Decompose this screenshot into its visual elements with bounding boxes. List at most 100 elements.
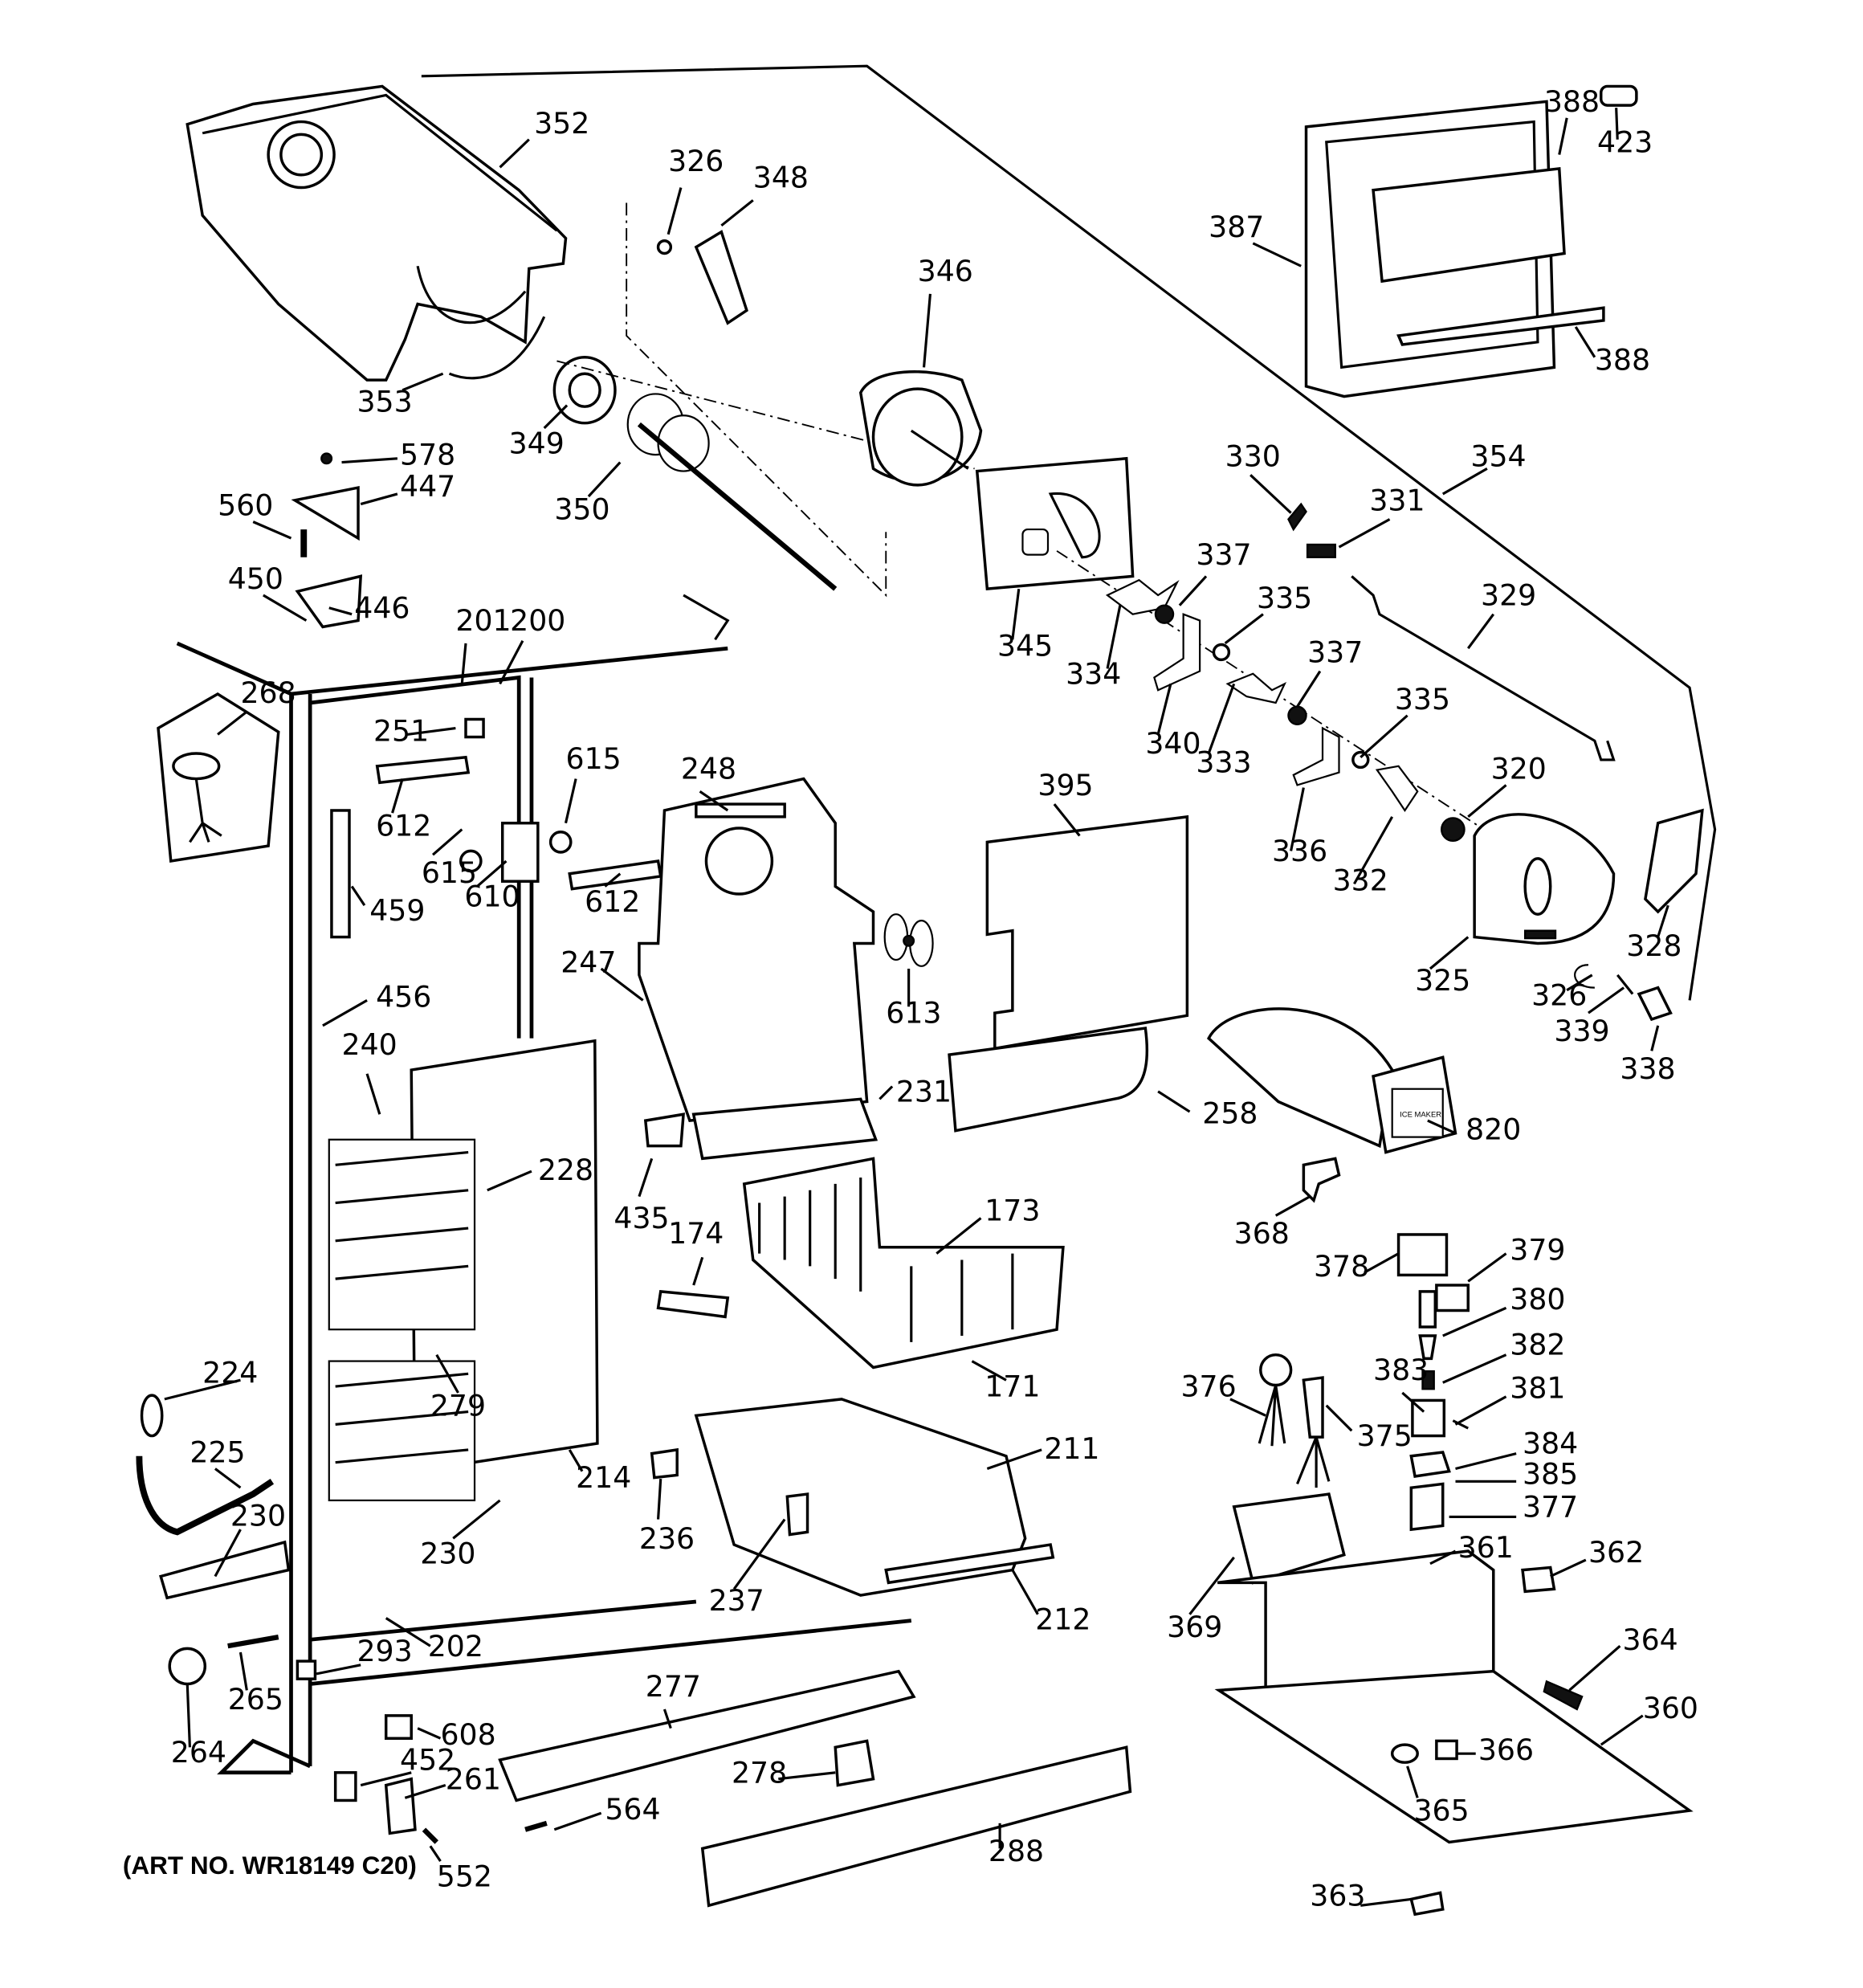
leader-line-365 bbox=[1406, 1766, 1419, 1798]
art-number: (ART NO. WR18149 C20) bbox=[123, 1851, 417, 1880]
hinge-cover-447 bbox=[291, 485, 360, 541]
part-label-388: 388 bbox=[1544, 84, 1600, 119]
leader-line-268 bbox=[217, 710, 248, 736]
fan-bracket-247 bbox=[638, 777, 875, 1122]
leader-line-248 bbox=[699, 790, 729, 812]
part-label-268: 268 bbox=[240, 676, 296, 710]
part-label-331: 331 bbox=[1369, 483, 1425, 517]
leader-line-265 bbox=[238, 1651, 248, 1691]
lever-340 bbox=[1153, 613, 1201, 692]
leader-line-258 bbox=[1157, 1090, 1191, 1113]
part-label-337: 337 bbox=[1196, 537, 1251, 572]
leader-line-362 bbox=[1550, 1558, 1587, 1578]
part-label-377: 377 bbox=[1523, 1489, 1578, 1524]
leader-line-237 bbox=[732, 1518, 786, 1590]
part-label-288: 288 bbox=[989, 1834, 1044, 1868]
part-label-326: 326 bbox=[668, 144, 724, 178]
leader-line-334 bbox=[1106, 605, 1122, 669]
cover-328 bbox=[1644, 808, 1704, 914]
part-label-379: 379 bbox=[1510, 1232, 1565, 1267]
leader-line-332 bbox=[1353, 816, 1394, 885]
part-label-452: 452 bbox=[400, 1743, 455, 1778]
freezer-door-outline bbox=[421, 64, 1717, 1001]
part-label-368: 368 bbox=[1234, 1216, 1290, 1251]
cam-333 bbox=[1225, 672, 1287, 704]
part-label-612: 612 bbox=[376, 808, 431, 843]
part-label-251: 251 bbox=[373, 713, 429, 748]
part-label-447: 447 bbox=[400, 469, 455, 504]
leader-line-361 bbox=[1429, 1549, 1457, 1565]
part-label-212: 212 bbox=[1035, 1602, 1090, 1637]
leader-line-352 bbox=[499, 138, 530, 169]
solenoid-378 bbox=[1396, 1233, 1449, 1277]
leader-line-236 bbox=[656, 1479, 662, 1520]
part-label-240: 240 bbox=[342, 1027, 397, 1062]
evaporator bbox=[328, 1138, 476, 1502]
leader-line-279 bbox=[435, 1353, 459, 1394]
leader-line-278 bbox=[778, 1771, 836, 1781]
part-label-353: 353 bbox=[357, 385, 412, 419]
leader-line-350 bbox=[587, 461, 622, 498]
part-label-366: 366 bbox=[1478, 1733, 1534, 1767]
clip-364 bbox=[1543, 1680, 1584, 1711]
clip-ring bbox=[656, 239, 673, 255]
leader-line-564 bbox=[553, 1811, 602, 1831]
harness-375 bbox=[1302, 1376, 1324, 1439]
part-label-231: 231 bbox=[896, 1074, 952, 1108]
rail-212 bbox=[884, 1543, 1055, 1585]
chute-cover-258 bbox=[948, 1027, 1149, 1133]
part-label-200: 200 bbox=[510, 603, 565, 638]
bracket-362 bbox=[1521, 1565, 1556, 1594]
leader-line-387 bbox=[1252, 242, 1302, 267]
leader-line-174 bbox=[692, 1256, 704, 1286]
part-label-338: 338 bbox=[1620, 1051, 1675, 1086]
strip-248 bbox=[695, 802, 786, 818]
leader-line-335 bbox=[1360, 714, 1408, 758]
leader-line-388 bbox=[1574, 326, 1596, 358]
tube-225 bbox=[136, 1455, 275, 1536]
leader-line-338 bbox=[1650, 1025, 1660, 1051]
part-drawings: ICE MAKER bbox=[136, 64, 1717, 1917]
part-label-329: 329 bbox=[1481, 578, 1536, 613]
part-label-362: 362 bbox=[1588, 1535, 1644, 1570]
dispenser-door bbox=[1304, 84, 1638, 398]
leader-line-388 bbox=[1558, 117, 1568, 155]
part-label-230: 230 bbox=[230, 1498, 286, 1533]
leader-line-456 bbox=[322, 999, 368, 1027]
leader-line-360 bbox=[1600, 1714, 1644, 1746]
leader-line-348 bbox=[720, 199, 754, 227]
leader-line-435 bbox=[638, 1157, 654, 1198]
clip-435 bbox=[643, 1112, 685, 1148]
part-label-375: 375 bbox=[1357, 1419, 1413, 1453]
leader-line-224 bbox=[164, 1378, 241, 1401]
ice-bucket bbox=[185, 84, 568, 382]
part-label-340: 340 bbox=[1145, 726, 1201, 761]
clip-293 bbox=[296, 1659, 317, 1680]
part-label-352: 352 bbox=[534, 106, 589, 141]
leader-line-384 bbox=[1455, 1452, 1517, 1471]
part-label-369: 369 bbox=[1167, 1610, 1222, 1644]
part-label-384: 384 bbox=[1523, 1427, 1578, 1461]
part-label-385: 385 bbox=[1523, 1456, 1578, 1491]
motor-369 bbox=[1232, 1492, 1346, 1585]
ice-maker-badge: ICE MAKER bbox=[1400, 1110, 1441, 1119]
leader-lines bbox=[164, 108, 1669, 1907]
leader-line-383 bbox=[1401, 1391, 1425, 1413]
leader-line-336 bbox=[1290, 787, 1305, 851]
clip-237 bbox=[785, 1492, 809, 1537]
clip-331 bbox=[1306, 543, 1336, 558]
leader-line-330 bbox=[1249, 474, 1292, 514]
part-label-339: 339 bbox=[1554, 1014, 1609, 1048]
pin-265 bbox=[227, 1635, 279, 1649]
leader-line-346 bbox=[922, 293, 932, 368]
part-label-225: 225 bbox=[190, 1435, 245, 1470]
leader-line-337 bbox=[1178, 575, 1208, 606]
thermostat-251 bbox=[464, 717, 485, 739]
bracket-612a bbox=[375, 755, 471, 785]
cam-332 bbox=[1375, 765, 1419, 812]
part-label-610: 610 bbox=[464, 880, 520, 914]
part-label-615: 615 bbox=[422, 855, 477, 890]
part-label-456: 456 bbox=[376, 979, 431, 1014]
leader-line-450 bbox=[263, 594, 308, 622]
